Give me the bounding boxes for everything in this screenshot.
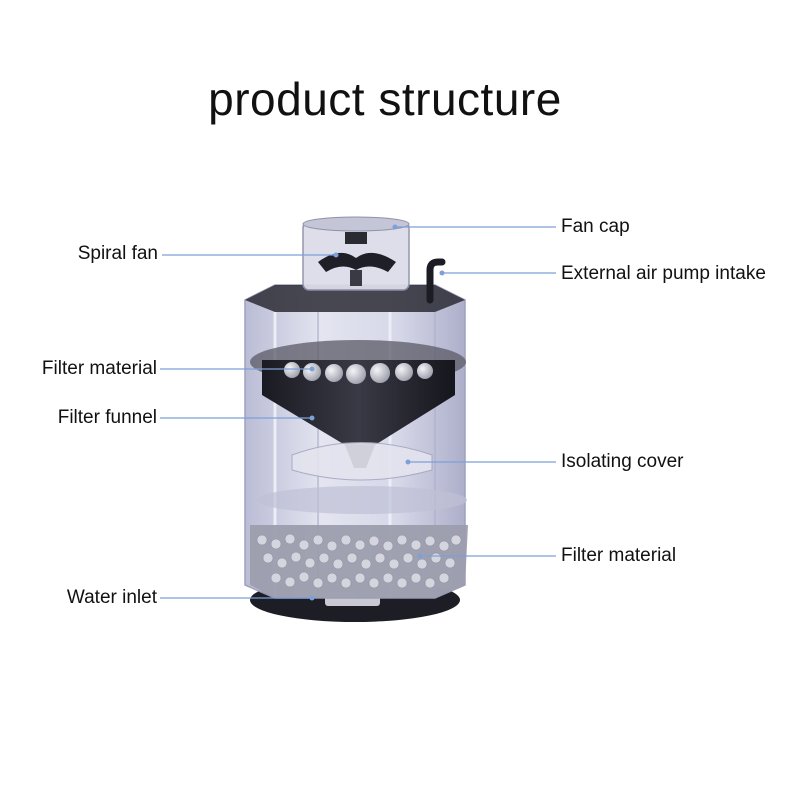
filter-funnel bbox=[262, 360, 455, 445]
label-fan-cap: Fan cap bbox=[561, 216, 630, 237]
label-filter-material-top: Filter material bbox=[41, 358, 157, 379]
filter-material-balls-top bbox=[284, 362, 433, 384]
label-filter-funnel: Filter funnel bbox=[57, 407, 157, 428]
label-external-air-pump-intake: External air pump intake bbox=[561, 263, 766, 284]
label-water-inlet: Water inlet bbox=[66, 587, 157, 608]
label-isolating-cover: Isolating cover bbox=[561, 451, 684, 472]
filter-material-pellets bbox=[256, 533, 462, 589]
label-spiral-fan: Spiral fan bbox=[77, 243, 158, 264]
page-title: product structure bbox=[208, 73, 562, 125]
housing-rim bbox=[245, 285, 465, 312]
spiral-fan bbox=[318, 252, 396, 272]
label-filter-material-bottom: Filter material bbox=[561, 545, 677, 566]
air-pump-intake bbox=[426, 258, 446, 304]
